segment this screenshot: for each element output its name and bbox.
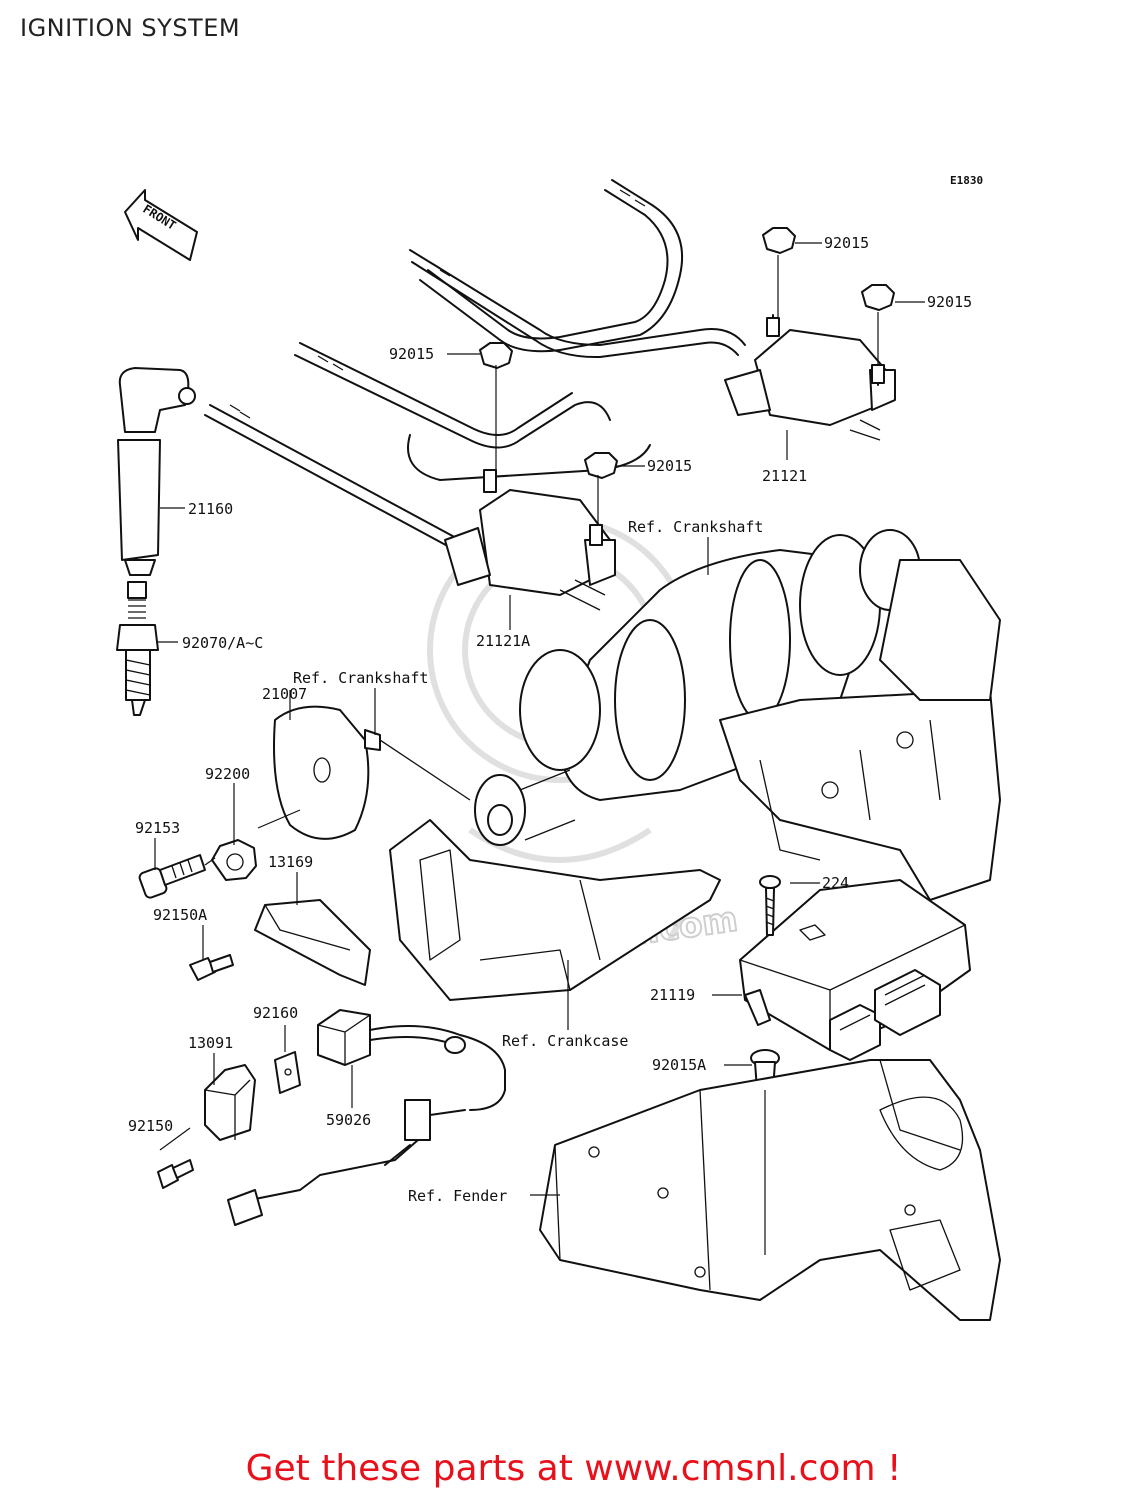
label-92015A[interactable]: 92015A [652, 1056, 706, 1074]
ignition-cables [204, 179, 746, 551]
screw-224 [759, 875, 781, 936]
ref-fender: Ref. Fender [408, 1187, 507, 1205]
spark-plug-92070 [116, 581, 159, 716]
igniter-21119 [739, 879, 971, 1061]
label-92015-2[interactable]: 92015 [927, 293, 972, 311]
label-92015-3[interactable]: 92015 [389, 345, 434, 363]
ref-crankcase: Ref. Crankcase [502, 1032, 628, 1050]
label-92150A[interactable]: 92150A [153, 906, 207, 924]
fender [539, 1059, 1001, 1321]
label-92015-4[interactable]: 92015 [647, 457, 692, 475]
ref-crankshaft-1: Ref. Crankshaft [628, 518, 763, 536]
label-92015-1[interactable]: 92015 [824, 234, 869, 252]
label-21121[interactable]: 21121 [762, 467, 807, 485]
plate-92160 [274, 1051, 301, 1094]
ref-labels: Ref. Crankshaft Ref. Crankshaft Ref. Cra… [293, 518, 763, 1205]
pickup-coil-59026 [227, 1009, 506, 1226]
ref-crankshaft-2: Ref. Crankshaft [293, 669, 428, 687]
label-92160[interactable]: 92160 [253, 1004, 298, 1022]
bolt-92150A [189, 954, 234, 981]
ignition-coil-21121 [724, 314, 896, 441]
ignition-coil-21121A [444, 469, 616, 611]
page-title: IGNITION SYSTEM [20, 14, 241, 42]
label-92153[interactable]: 92153 [135, 819, 180, 837]
nuts-92015 [479, 227, 895, 479]
nut-92200 [211, 839, 257, 881]
bracket-13091 [204, 1064, 256, 1141]
label-21121A[interactable]: 21121A [476, 632, 530, 650]
label-92200[interactable]: 92200 [205, 765, 250, 783]
spark-plug-cap-21160 [117, 367, 196, 576]
part-labels: 92015 92015 92015 92015 21121 21160 2112… [128, 234, 972, 1135]
label-13169[interactable]: 13169 [268, 853, 313, 871]
crankshaft [474, 529, 921, 846]
front-arrow: FRONT [124, 189, 198, 261]
label-21119[interactable]: 21119 [650, 986, 695, 1004]
label-13091[interactable]: 13091 [188, 1034, 233, 1052]
label-21160[interactable]: 21160 [188, 500, 233, 518]
label-224[interactable]: 224 [822, 874, 849, 892]
timing-rotor-21007 [273, 705, 471, 840]
label-92070[interactable]: 92070/A~C [182, 634, 263, 652]
diagram-code: E1830 [950, 174, 983, 187]
bolt-92150 [157, 1159, 194, 1189]
leader-lines [154, 242, 925, 1255]
crankcase [389, 559, 1001, 1001]
cover-13169 [254, 899, 371, 986]
label-59026[interactable]: 59026 [326, 1111, 371, 1129]
label-92150[interactable]: 92150 [128, 1117, 173, 1135]
bolt-92153 [138, 854, 216, 899]
label-21007[interactable]: 21007 [262, 685, 307, 703]
footer-link[interactable]: Get these parts at www.cmsnl.com ! [245, 1448, 902, 1489]
